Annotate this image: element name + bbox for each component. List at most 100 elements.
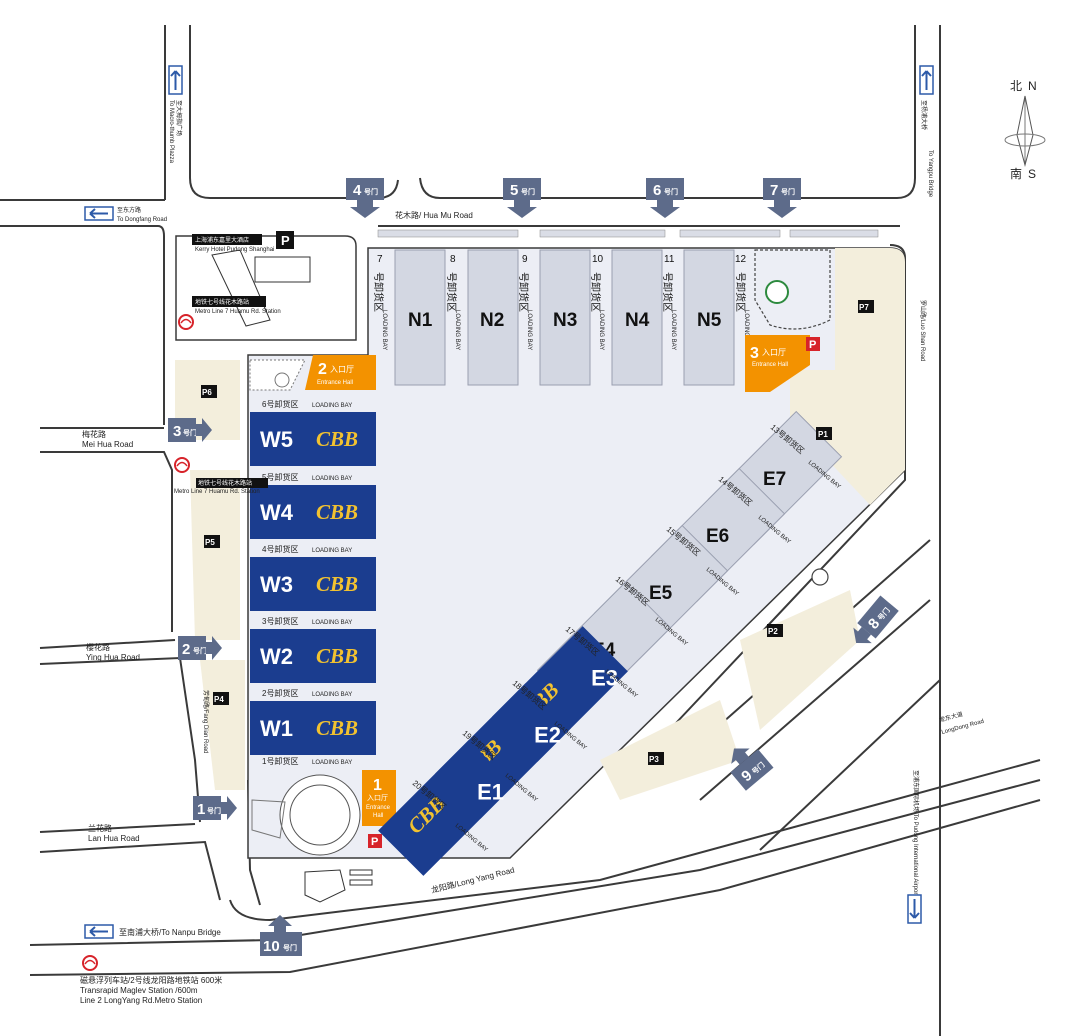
hall-n3-label: N3: [553, 310, 577, 331]
hall-w3-cbb: CBB: [316, 572, 358, 596]
parking-p6[interactable]: [201, 385, 217, 398]
hall-w2-cbb: CBB: [316, 644, 358, 668]
entrance-hall-2[interactable]: 2 入口厅 Entrance Hall: [249, 355, 376, 391]
plaza-bottom-circle: [251, 774, 361, 856]
metro-icon: [178, 314, 194, 330]
compass-south: S: [1028, 167, 1036, 181]
north-loading-bays: 7 号卸货区 LOADING BAY 8 号卸货区 LOADING BAY 9 …: [372, 254, 749, 350]
lb1-en: LOADING BAY: [312, 760, 352, 766]
hall-n1[interactable]: [394, 249, 446, 386]
hall-e6-label: E6: [706, 526, 729, 547]
hall-w1-cbb: CBB: [316, 716, 358, 740]
hall-e1[interactable]: [378, 740, 514, 876]
lb11-num: 11: [664, 254, 675, 265]
hall-w4-cbb: CBB: [316, 500, 358, 524]
hall-n5[interactable]: [683, 249, 735, 386]
parking-p3-label: P3: [649, 755, 659, 764]
lb3-cn: 3号卸货区: [262, 616, 298, 626]
lb12-num: 12: [735, 254, 747, 265]
compass-south-cn: 南: [1010, 166, 1022, 181]
entrance-3-parking: P: [809, 339, 816, 351]
hall-e3-label: E3: [591, 666, 618, 691]
hall-w2[interactable]: [250, 629, 376, 683]
entrance-1-en-a: Entrance: [366, 805, 391, 811]
metro7-mid-en: Metro Line 7 Huamu Rd. Station: [174, 489, 260, 495]
entrance-hall-3[interactable]: 3 入口厅 Entrance Hall P: [745, 335, 820, 392]
hotel-parking-label: P: [281, 233, 290, 248]
gate-1[interactable]: 1 号门: [193, 796, 237, 820]
road-luoshan: 罗山路/Luo Shan Road: [919, 300, 927, 361]
hall-w5-cbb: CBB: [316, 427, 358, 451]
hall-w5[interactable]: [250, 412, 376, 466]
road-lanhua-en: Lan Hua Road: [88, 834, 140, 843]
gate-6-suffix: 号门: [664, 187, 678, 196]
hall-w4[interactable]: [250, 485, 376, 539]
hall-w1-label: W1: [260, 716, 293, 741]
parking-p1-label: P1: [818, 430, 828, 439]
parking-p1[interactable]: [816, 427, 832, 440]
hall-n1-label: N1: [408, 310, 433, 331]
entrance-hall-1[interactable]: 1 入口厅 Entrance Hall P: [362, 770, 396, 848]
gate-7[interactable]: 7 号门: [763, 178, 801, 218]
gate-10[interactable]: 10 号门: [260, 915, 302, 956]
gate-2-num: 2: [182, 641, 190, 658]
parking-p4[interactable]: [213, 692, 229, 705]
hall-e5-label: E5: [649, 583, 673, 604]
road-meihua-en: Mei Hua Road: [82, 440, 133, 449]
gate-10-num: 10: [263, 938, 280, 955]
road-huamu: 花木路/ Hua Mu Road: [395, 210, 473, 220]
gates: 4 号门 5 号门 6 号门 7 号门 3 号门: [168, 178, 899, 956]
hall-n4[interactable]: [611, 249, 663, 386]
lb5-en: LOADING BAY: [312, 476, 352, 482]
lb8-en: LOADING BAY: [454, 310, 460, 350]
lb2-cn: 2号卸货区: [262, 688, 298, 698]
compass-north-cn: 北: [1010, 79, 1022, 93]
hall-n5-label: N5: [697, 310, 722, 331]
road-lanhua-cn: 兰花路: [88, 823, 112, 833]
lb10-cn: 号卸货区: [589, 272, 602, 312]
lb10-en: LOADING BAY: [598, 310, 604, 350]
north-halls: N1 N2 N3 N4 N5: [394, 249, 735, 386]
metro7-top-cn: 地铁七号线花木路站: [195, 298, 249, 306]
compass-north: N: [1028, 79, 1037, 93]
plaza-circle: [754, 249, 831, 330]
parking-p5[interactable]: [204, 535, 220, 548]
line2-en: Line 2 LongYang Rd.Metro Station: [80, 996, 202, 1005]
gate-6[interactable]: 6 号门: [646, 178, 684, 218]
top-road-bars: [377, 229, 879, 238]
hall-w3[interactable]: [250, 557, 376, 611]
entrance-1-num: 1: [373, 777, 382, 794]
hotel-name-en: Kerry Hotel Pudong Shanghai: [195, 247, 274, 253]
hall-w4-label: W4: [260, 500, 294, 525]
parking-p3[interactable]: [648, 752, 664, 765]
gate-3[interactable]: 3 号门: [168, 418, 212, 442]
hall-n3[interactable]: [539, 249, 591, 386]
parking-p7[interactable]: [858, 300, 874, 313]
entrance-3-en: Entrance Hall: [752, 362, 788, 368]
gate-5[interactable]: 5 号门: [503, 178, 541, 218]
road-yangpu-en: To Yangpu Bridge: [927, 150, 933, 198]
lb12-cn: 号卸货区: [734, 272, 747, 312]
parking-p2[interactable]: [767, 624, 783, 637]
hall-w1[interactable]: [250, 701, 376, 755]
hall-n2[interactable]: [467, 249, 519, 386]
gate-2[interactable]: 2 号门: [178, 636, 222, 660]
gate-9[interactable]: 9 号门: [720, 737, 774, 791]
bottom-building: [304, 869, 373, 903]
hotel-block: 上海浦东嘉里大酒店 Kerry Hotel Pudong Shanghai P …: [175, 231, 357, 341]
gate-8[interactable]: 8 号门: [847, 595, 899, 650]
gate-5-suffix: 号门: [521, 187, 535, 196]
gate-4[interactable]: 4 号门: [346, 178, 384, 218]
east-halls: E7 E6 E5 E4 CBB E3 CBB E2 CBB E1: [378, 410, 843, 876]
gate-4-num: 4: [353, 182, 362, 199]
entrance-2-num: 2: [318, 361, 327, 378]
lb6-cn: 6号卸货区: [262, 399, 298, 409]
parking-p4-label: P4: [214, 695, 224, 704]
lb11-cn: 号卸货区: [661, 272, 674, 312]
hall-e1-label: E1: [477, 780, 504, 805]
parking-p6-label: P6: [202, 388, 212, 397]
road-yinghua-cn: 樱花路: [86, 642, 110, 652]
gate-3-suffix: 号门: [183, 428, 197, 437]
road-longdong-cn: 龙东大道: [938, 710, 963, 724]
